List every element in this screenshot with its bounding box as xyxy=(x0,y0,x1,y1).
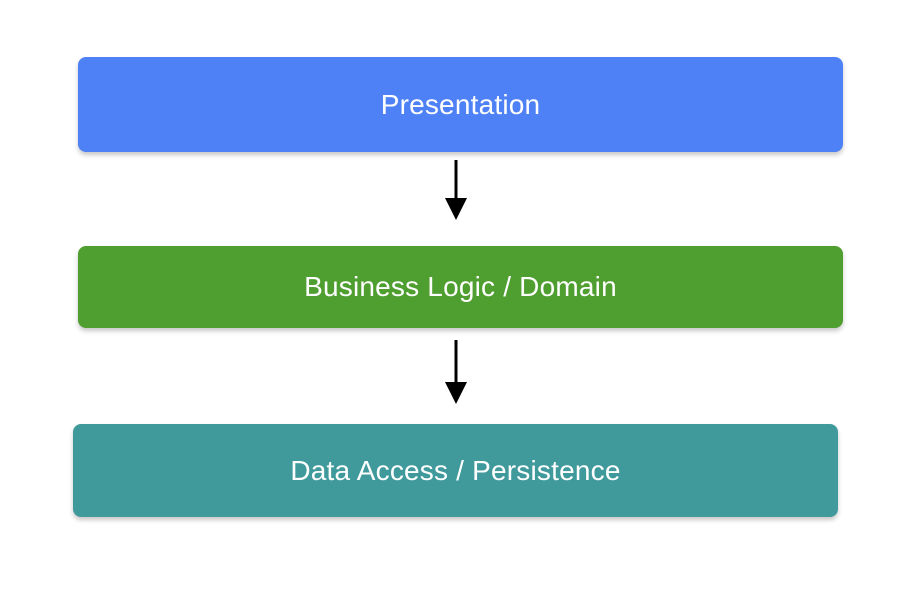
layer-box-business-logic[interactable]: Business Logic / Domain xyxy=(78,246,843,328)
layer-label-data-access: Data Access / Persistence xyxy=(290,454,621,486)
arrow-business-to-data xyxy=(434,340,478,406)
layer-box-presentation[interactable]: Presentation xyxy=(78,57,843,152)
arrow-presentation-to-business xyxy=(434,160,478,222)
layer-box-data-access[interactable]: Data Access / Persistence xyxy=(73,424,838,517)
layer-label-business-logic: Business Logic / Domain xyxy=(304,271,617,302)
layer-label-presentation: Presentation xyxy=(380,88,541,120)
